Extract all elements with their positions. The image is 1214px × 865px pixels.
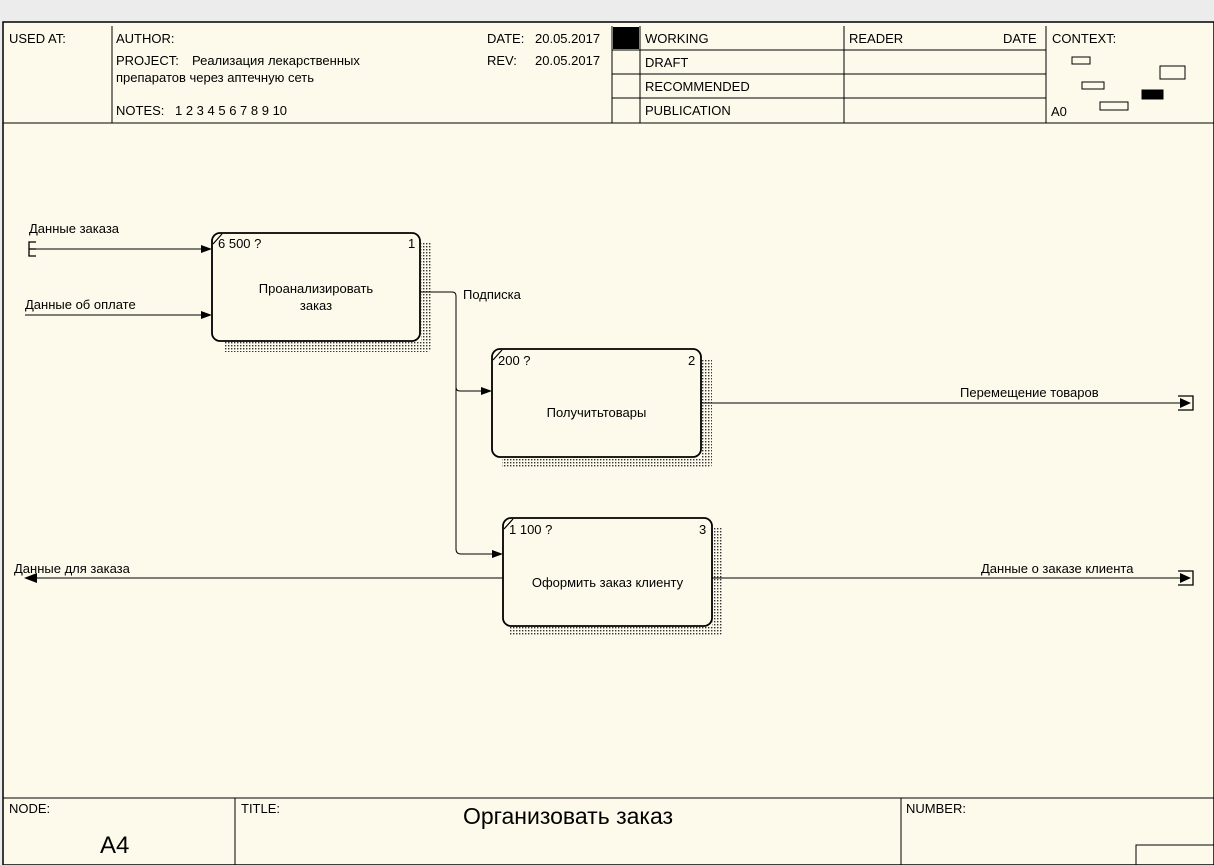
notes-label: NOTES:	[116, 103, 165, 118]
status-working: WORKING	[645, 31, 709, 46]
arrows	[25, 248, 1186, 579]
reader-label: READER	[849, 31, 904, 46]
box-2-label: Получитьтовары	[546, 405, 647, 420]
box-3-cost: 1 100 ?	[509, 522, 553, 537]
node-value: A4	[100, 832, 130, 859]
arrow-label-goods-movement: Перемещение товаров	[960, 385, 1099, 400]
box-1-cost: 6 500 ?	[218, 236, 262, 251]
box-corner-marks	[212, 233, 514, 530]
tunnel-brackets	[28, 241, 1194, 586]
box-1-number: 1	[408, 236, 416, 251]
arrow-subscription	[420, 291, 484, 392]
used-at-label: USED AT:	[9, 31, 66, 46]
rev-label: REV:	[487, 53, 517, 68]
project-name-line1: Реализация лекарственных	[192, 53, 360, 68]
project-name-line2: препаратов через аптечную сеть	[116, 70, 314, 85]
activity-box-3[interactable]	[502, 517, 713, 627]
box-3-label: Оформить заказ клиенту	[531, 575, 684, 590]
status-publication: PUBLICATION	[645, 103, 731, 118]
activity-boxes	[211, 232, 713, 627]
box-2-number: 2	[688, 353, 696, 368]
arrow-label-data-for-order: Данные для заказа	[14, 561, 130, 576]
number-label: NUMBER:	[906, 801, 966, 816]
header-frame	[3, 26, 1214, 124]
date-label: DATE:	[487, 31, 525, 46]
arrow-label-payment-data: Данные об оплате	[25, 297, 136, 312]
author-label: AUTHOR:	[116, 31, 175, 46]
diagram-title: Организовать заказ	[462, 803, 674, 829]
box-1-label-line2: заказ	[299, 298, 333, 313]
context-node: A0	[1051, 104, 1067, 119]
arrowheads	[24, 245, 1191, 583]
rev-value: 20.05.2017	[535, 53, 601, 68]
context-map	[1071, 56, 1186, 111]
arrow-label-client-order-data: Данные о заказе клиента	[981, 561, 1134, 576]
status-recommended: RECOMMENDED	[645, 79, 750, 94]
status-draft: DRAFT	[645, 55, 689, 70]
title-label: TITLE:	[241, 801, 281, 816]
date-value: 20.05.2017	[535, 31, 601, 46]
reader-date-label: DATE	[1003, 31, 1037, 46]
box-2-cost: 200 ?	[498, 353, 531, 368]
working-status-marker	[613, 27, 639, 49]
arrow-label-subscription: Подписка	[463, 287, 521, 302]
box-3-number: 3	[699, 522, 707, 537]
box-1-label-line1: Проанализировать	[258, 281, 374, 296]
arrow-label-order-data: Данные заказа	[29, 221, 120, 236]
context-label: CONTEXT:	[1052, 31, 1117, 46]
project-label: PROJECT:	[116, 53, 179, 68]
notes-numbers: 1 2 3 4 5 6 7 8 9 10	[175, 103, 288, 118]
arrow-subscription-branch	[455, 387, 495, 555]
activity-box-1[interactable]	[211, 232, 421, 342]
node-label: NODE:	[9, 801, 51, 816]
footer-frame	[3, 797, 1214, 865]
